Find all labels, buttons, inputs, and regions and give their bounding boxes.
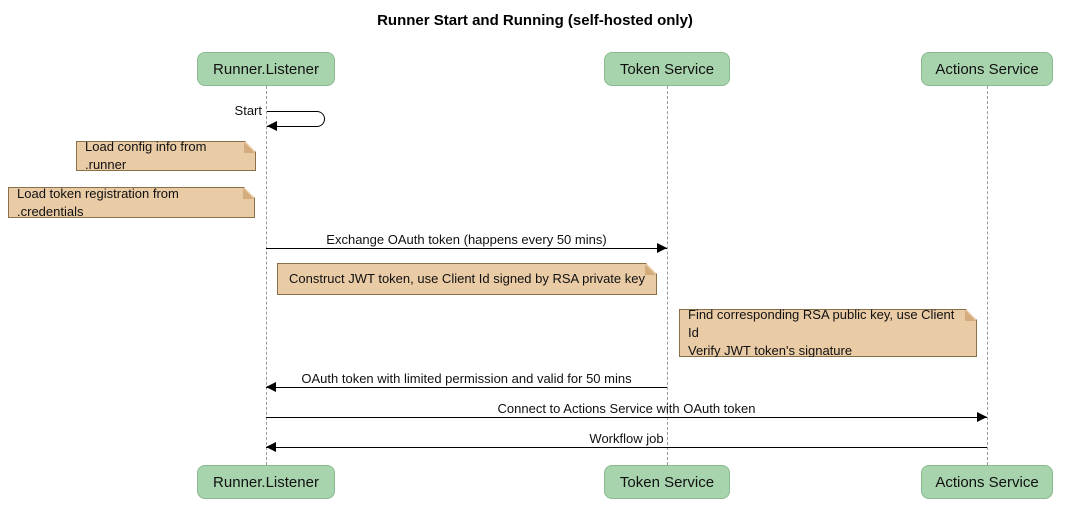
note-load-token-registration: Load token registration from .credential…	[8, 187, 255, 218]
message-workflow-job-line	[266, 447, 987, 448]
message-exchange-oauth-label: Exchange OAuth token (happens every 50 m…	[326, 232, 607, 247]
participant-runner-listener-top: Runner.Listener	[197, 52, 335, 86]
message-oauth-return-line	[266, 387, 667, 388]
note-construct-jwt: Construct JWT token, use Client Id signe…	[277, 263, 657, 295]
participant-actions-service-top: Actions Service	[921, 52, 1053, 86]
message-connect-actions-line	[266, 417, 987, 418]
participant-label: Actions Service	[935, 60, 1039, 78]
participant-label: Actions Service	[935, 473, 1039, 491]
lifeline-token-service	[667, 86, 668, 465]
participant-label: Token Service	[619, 473, 715, 491]
participant-token-service-bottom: Token Service	[604, 465, 730, 499]
message-oauth-return-label: OAuth token with limited permission and …	[301, 371, 632, 386]
participant-token-service-top: Token Service	[604, 52, 730, 86]
participant-label: Runner.Listener	[213, 473, 319, 491]
participant-label: Token Service	[619, 60, 715, 78]
message-workflow-job-label: Workflow job	[589, 431, 664, 446]
arrowhead-icon	[977, 412, 987, 422]
participant-actions-service-bottom: Actions Service	[921, 465, 1053, 499]
participant-label: Runner.Listener	[213, 60, 319, 78]
message-start-label: Start	[234, 103, 262, 118]
message-connect-actions-label: Connect to Actions Service with OAuth to…	[497, 401, 756, 416]
arrowhead-icon	[266, 382, 276, 392]
participant-runner-listener-bottom: Runner.Listener	[197, 465, 335, 499]
message-exchange-oauth-line	[266, 248, 667, 249]
arrowhead-icon	[267, 121, 277, 131]
note-text: Load token registration from .credential…	[17, 185, 179, 219]
diagram-title: Runner Start and Running (self-hosted on…	[377, 12, 693, 29]
lifeline-actions-service	[987, 86, 988, 465]
message-start-self-loop	[267, 111, 325, 127]
lifeline-runner-listener	[266, 86, 267, 465]
arrowhead-icon	[657, 243, 667, 253]
note-load-config: Load config info from .runner	[76, 141, 256, 171]
note-text: Construct JWT token, use Client Id signe…	[289, 271, 645, 286]
note-text: Find corresponding RSA public key, use C…	[688, 307, 955, 358]
note-text: Load config info from .runner	[85, 139, 207, 172]
note-find-rsa: Find corresponding RSA public key, use C…	[679, 309, 977, 357]
arrowhead-icon	[266, 442, 276, 452]
